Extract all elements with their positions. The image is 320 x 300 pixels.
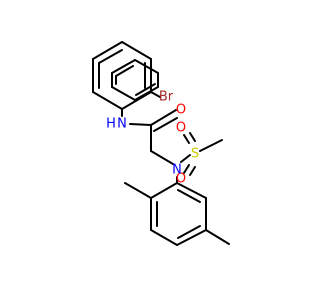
- bond: [183, 164, 190, 174]
- atom-labels: Br N H O O O S N: [106, 90, 199, 187]
- bond: [189, 166, 196, 176]
- bond: [150, 109, 177, 126]
- bond: [92, 91, 123, 110]
- bond: [124, 182, 152, 199]
- atom-s: S: [191, 147, 199, 162]
- bond: [150, 150, 174, 165]
- dimethylphenyl-ring: [150, 182, 207, 246]
- atom-h-amide: H: [106, 117, 116, 132]
- bond: [153, 117, 178, 132]
- bond: [134, 59, 159, 74]
- atom-o-sulfonyl-top: O: [176, 121, 186, 136]
- bond: [115, 65, 134, 77]
- bond: [183, 134, 190, 144]
- bond: [111, 86, 136, 101]
- atom-o-sulfonyl-bottom: O: [176, 172, 186, 187]
- atom-n-sulfonamide: N: [172, 163, 182, 178]
- molecule-structure: Br N H O O O S N: [92, 41, 230, 246]
- bond: [176, 229, 207, 246]
- molecule-canvas: Br N H O O O S N: [92, 41, 230, 246]
- bond: [98, 49, 123, 64]
- bond: [92, 41, 123, 60]
- bond: [176, 182, 207, 199]
- bond: [150, 229, 178, 246]
- bond: [205, 229, 230, 245]
- top-ring: [92, 41, 152, 110]
- bond: [189, 132, 196, 142]
- bond: [150, 91, 161, 98]
- bond: [121, 41, 152, 60]
- bond: [129, 123, 152, 126]
- bond: [177, 189, 201, 203]
- atom-br: Br: [159, 90, 174, 105]
- bond: [177, 225, 201, 239]
- atom-o-carbonyl: O: [176, 103, 186, 118]
- bond: [150, 182, 178, 199]
- bond: [111, 59, 136, 74]
- bond: [121, 91, 152, 110]
- bond: [180, 154, 191, 163]
- bond: [199, 139, 223, 152]
- atom-n-amide: N: [117, 117, 127, 132]
